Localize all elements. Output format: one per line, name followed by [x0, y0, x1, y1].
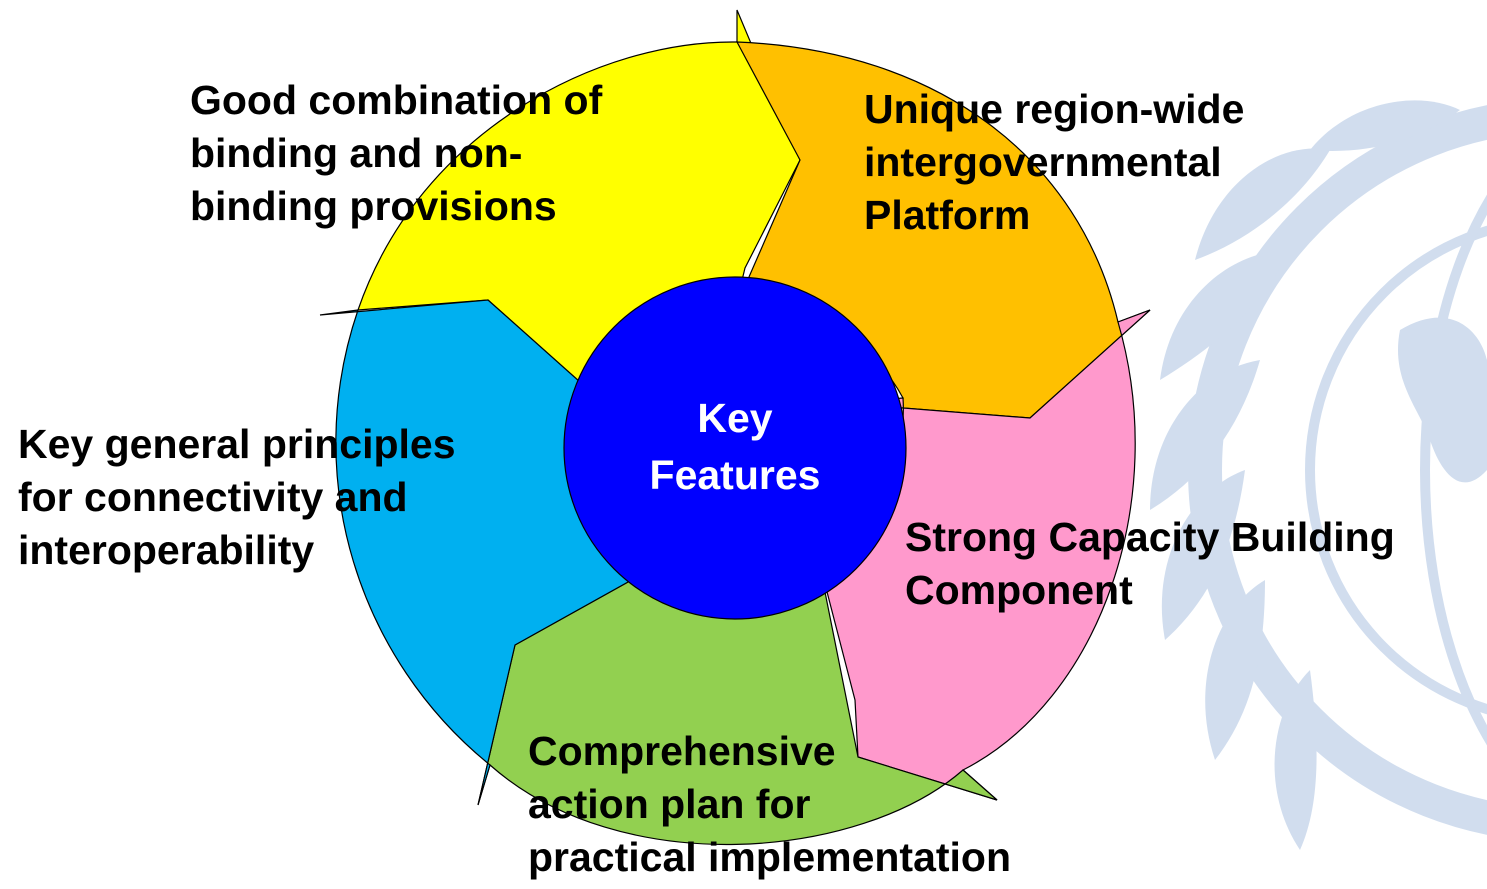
label-left: Key general principles for connectivity …: [18, 421, 456, 573]
center-label: Key Features: [649, 395, 821, 498]
un-emblem-watermark: [1150, 100, 1487, 850]
center-circle: [563, 276, 907, 620]
label-top-right: Unique region-wide intergovernmental Pla…: [864, 86, 1245, 238]
label-top-left: Good combination of binding and non- bin…: [190, 77, 603, 229]
arrow-segment-right: [817, 309, 1151, 801]
label-right: Strong Capacity Building Component: [905, 514, 1395, 613]
label-bottom: Comprehensive action plan for practical …: [528, 728, 1012, 880]
